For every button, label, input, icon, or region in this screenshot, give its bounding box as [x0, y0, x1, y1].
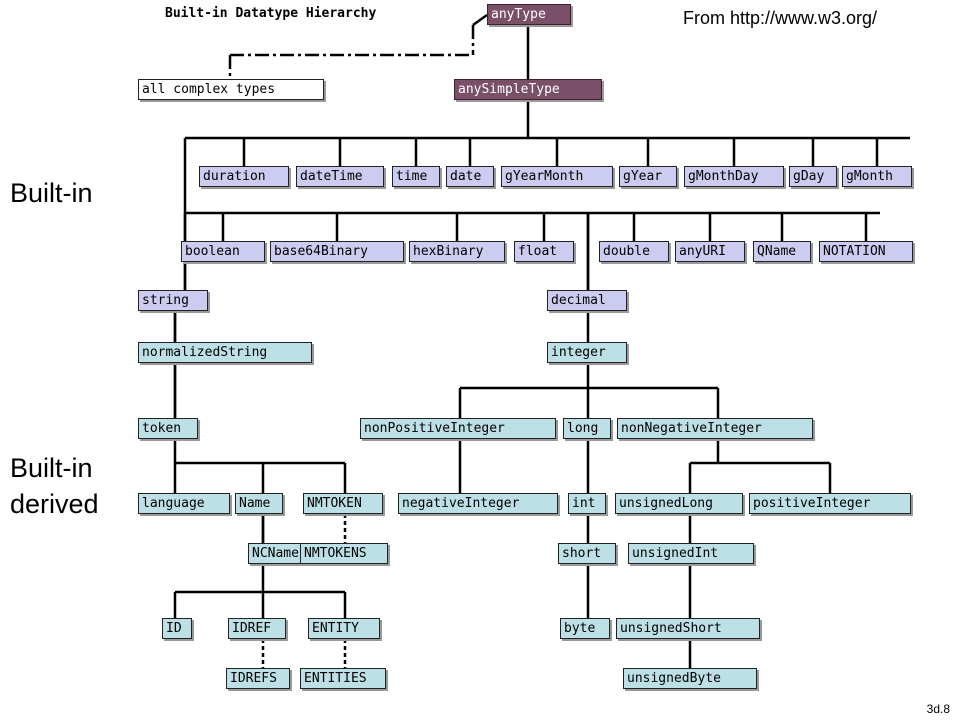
type-node-NMTOKEN: NMTOKEN	[303, 493, 383, 514]
type-node-gMonthDay: gMonthDay	[684, 166, 784, 187]
type-node-gYear: gYear	[619, 166, 677, 187]
type-node-language: language	[138, 493, 230, 514]
type-node-nonPositiveInteger: nonPositiveInteger	[360, 418, 556, 439]
type-node-ENTITY: ENTITY	[308, 618, 380, 639]
type-node-nonNegativeInteger: nonNegativeInteger	[617, 418, 813, 439]
type-node-IDREFS: IDREFS	[226, 668, 290, 689]
type-node-unsignedShort: unsignedShort	[616, 618, 760, 639]
type-node-negativeInteger: negativeInteger	[398, 493, 558, 514]
type-node-base64Binary: base64Binary	[270, 241, 404, 262]
type-node-positiveInteger: positiveInteger	[749, 493, 911, 514]
type-node-NCName: NCName	[248, 543, 316, 564]
type-node-IDREF: IDREF	[228, 618, 286, 639]
type-node-NMTOKENS: NMTOKENS	[300, 543, 388, 564]
type-node-integer: integer	[547, 342, 627, 363]
type-node-time: time	[392, 166, 440, 187]
type-node-short: short	[558, 543, 616, 564]
type-node-date: date	[446, 166, 494, 187]
builtin-derived-label-line1: Built-in	[10, 453, 93, 483]
type-node-decimal: decimal	[547, 290, 627, 311]
slide-number: 3d.8	[926, 702, 950, 716]
type-node-dateTime: dateTime	[296, 166, 384, 187]
type-node-duration: duration	[199, 166, 289, 187]
type-node-unsignedLong: unsignedLong	[615, 493, 743, 514]
source-credit: From http://www.w3.org/	[683, 8, 878, 28]
type-node-anyType: anyType	[487, 4, 571, 25]
type-node-QName: QName	[753, 241, 811, 262]
type-node-unsignedByte: unsignedByte	[623, 668, 757, 689]
type-node-gYearMonth: gYearMonth	[501, 166, 613, 187]
type-node-anyURI: anyURI	[675, 241, 745, 262]
type-node-boolean: boolean	[181, 241, 265, 262]
type-node-NOTATION: NOTATION	[819, 241, 913, 262]
type-node-normalizedString: normalizedString	[138, 342, 312, 363]
type-node-hexBinary: hexBinary	[409, 241, 505, 262]
type-node-token: token	[138, 418, 198, 439]
type-node-byte: byte	[560, 618, 610, 639]
type-node-Name: Name	[235, 493, 283, 514]
diagram-title: Built-in Datatype Hierarchy	[165, 6, 377, 21]
type-node-ENTITIES: ENTITIES	[300, 668, 386, 689]
type-node-allComplexTypes: all complex types	[138, 79, 324, 100]
type-node-unsignedInt: unsignedInt	[628, 543, 754, 564]
edge-anyType-allComplexTypes-d	[472, 13, 488, 27]
type-node-ID: ID	[162, 618, 192, 639]
type-node-long: long	[563, 418, 611, 439]
type-node-int: int	[568, 493, 606, 514]
type-node-string: string	[138, 290, 208, 311]
builtin-label: Built-in	[10, 178, 93, 208]
type-node-anySimpleType: anySimpleType	[454, 79, 602, 100]
type-node-float: float	[514, 241, 574, 262]
type-node-double: double	[599, 241, 669, 262]
builtin-derived-label-line2: derived	[10, 489, 99, 519]
type-node-gMonth: gMonth	[842, 166, 912, 187]
type-node-gDay: gDay	[789, 166, 837, 187]
